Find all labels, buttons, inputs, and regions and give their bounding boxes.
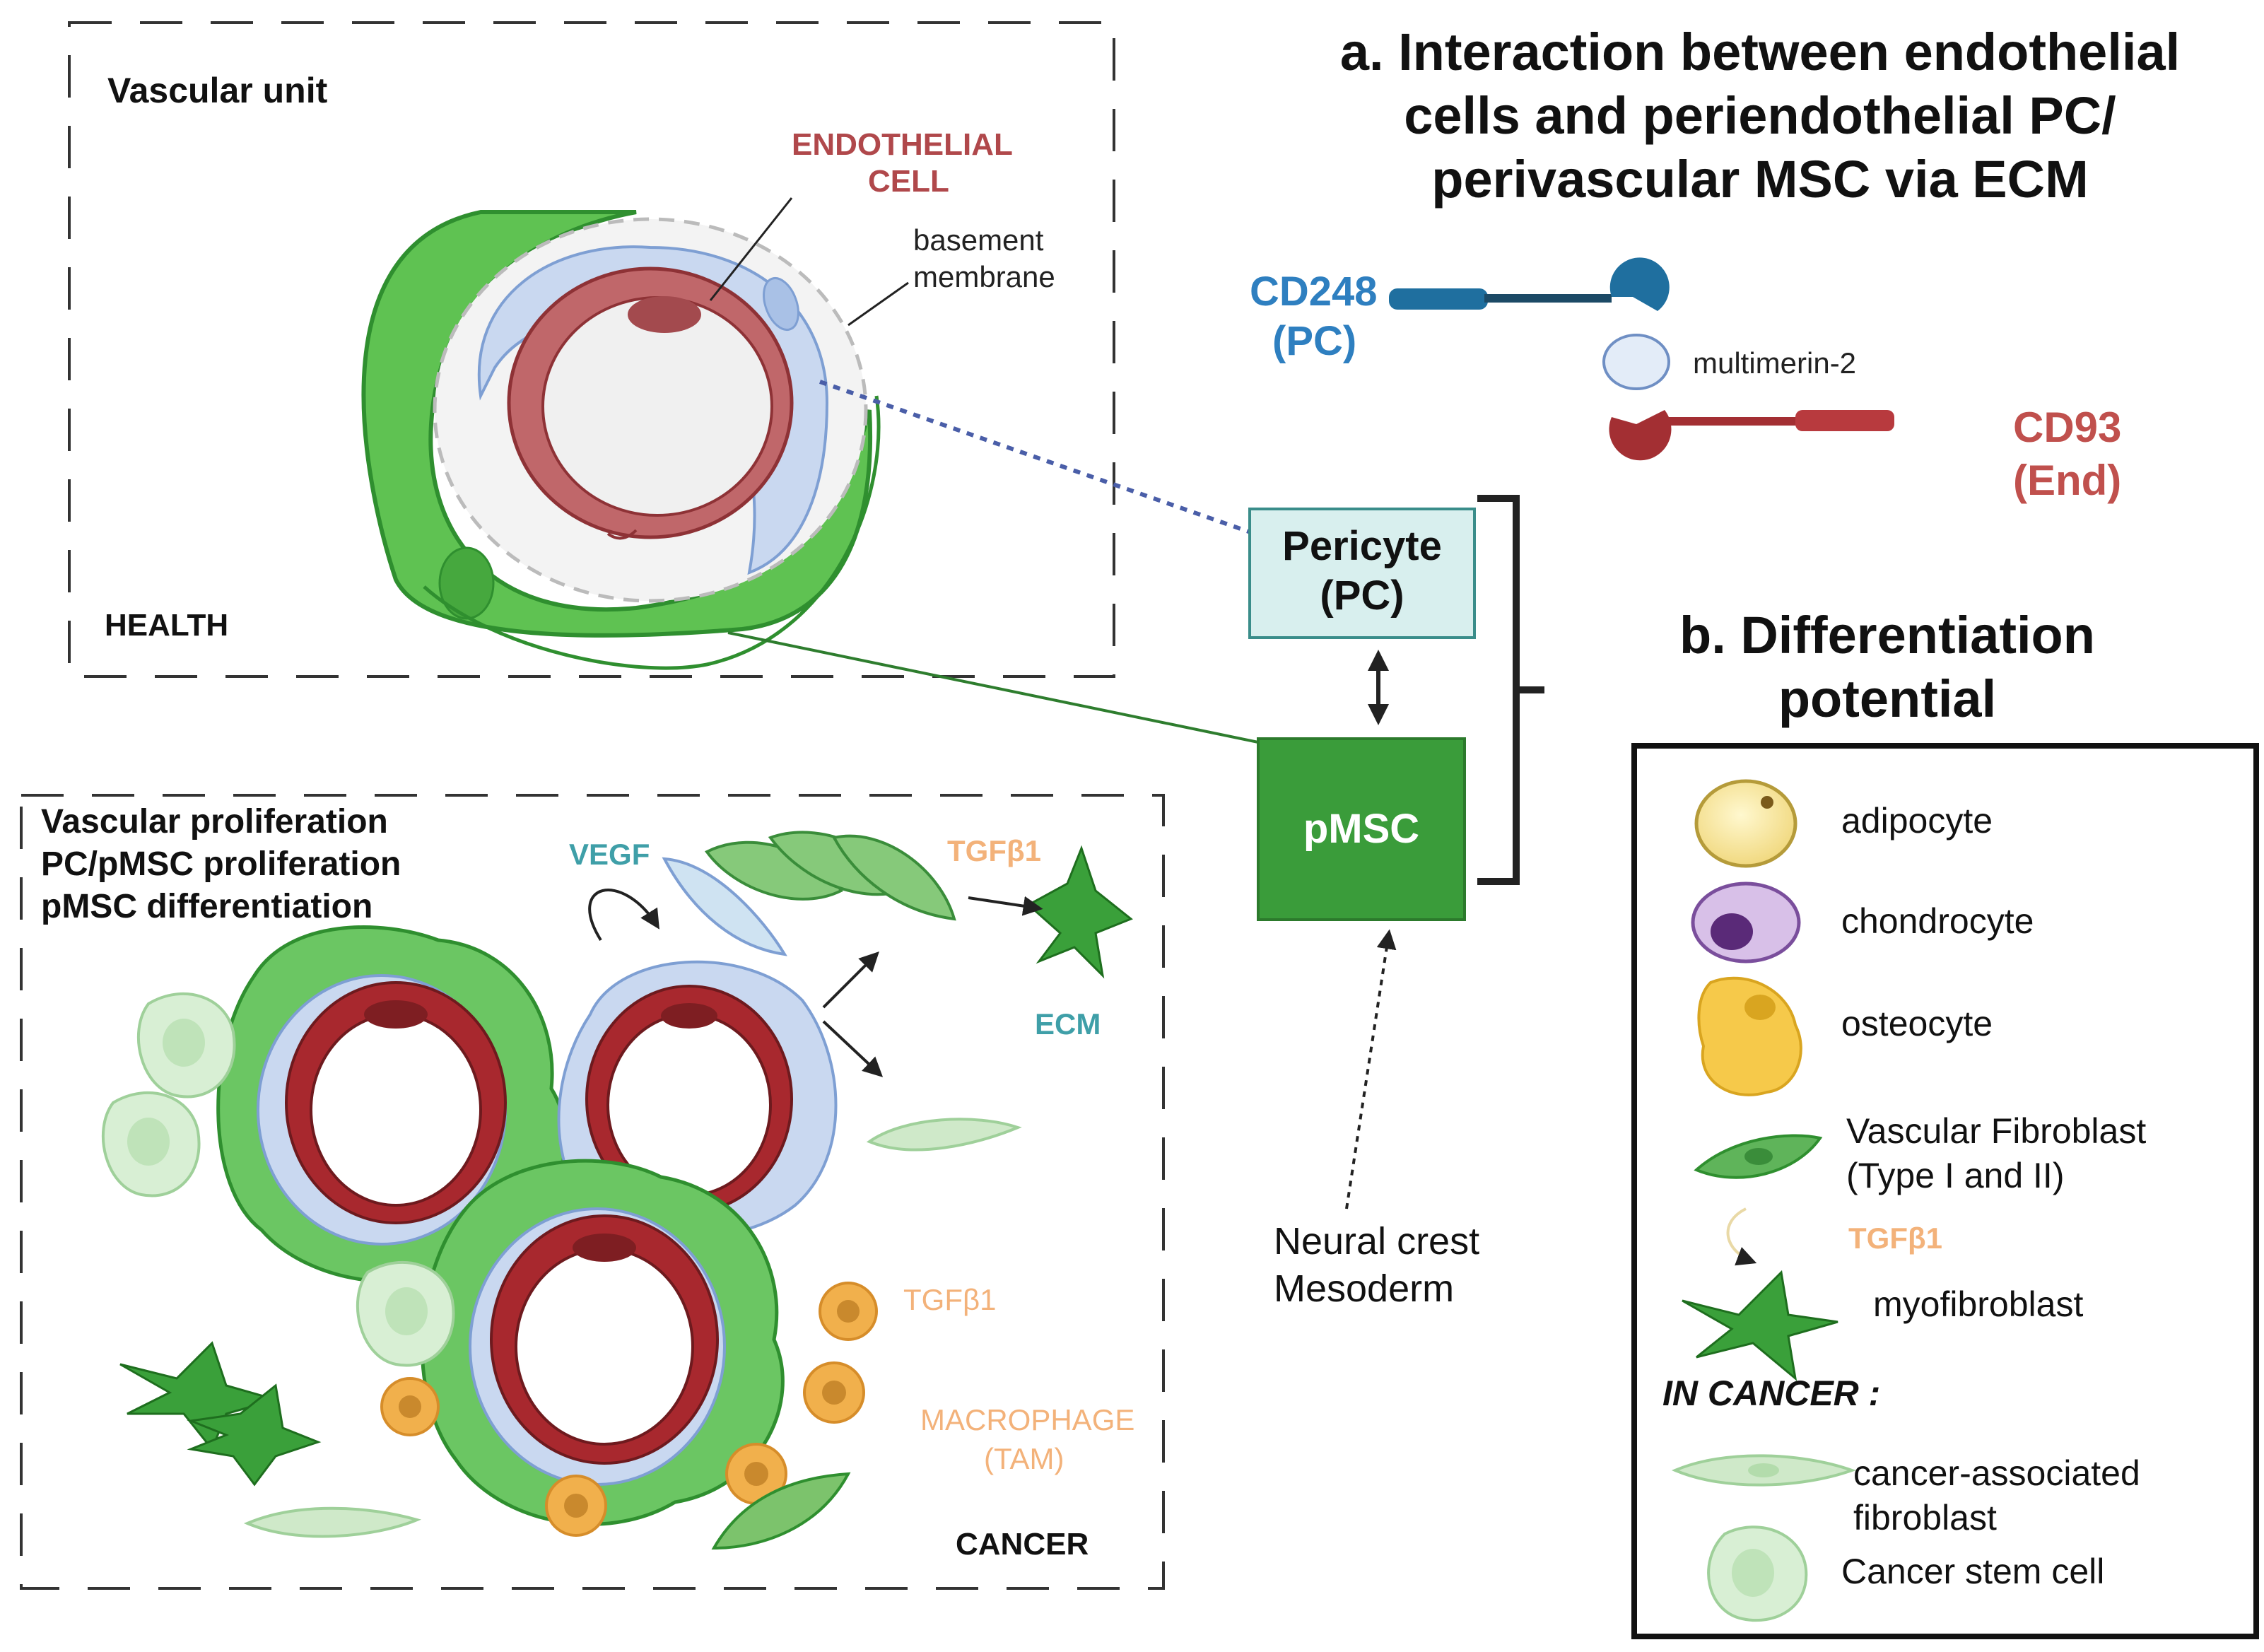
macrophage-label-line2: (TAM)	[984, 1442, 1064, 1475]
pericyte-box	[1248, 508, 1476, 639]
health-box	[68, 21, 1115, 678]
cancer-vessels-illustration	[216, 925, 838, 1526]
tgfb1-panel-label: TGFβ1	[1848, 1222, 1942, 1255]
panel-b-box	[1631, 743, 2259, 1639]
osteocyte-icon	[1697, 976, 1802, 1096]
pericyte-connector	[819, 380, 1255, 536]
panel-a-title-line1: a. Interaction between endothelial	[1339, 23, 2181, 81]
caf-icon	[1671, 1454, 1856, 1487]
caf-label-line2: fibroblast	[1853, 1498, 1997, 1537]
cancer-stem-cell-icon	[1707, 1525, 1808, 1622]
caf-label-line1: cancer-associated	[1853, 1453, 2140, 1493]
pericyte-label-line2: (PC)	[1320, 573, 1404, 619]
panel-b-title-line1: b. Differentiation	[1679, 606, 2095, 664]
cd93-label-line2: (End)	[2013, 457, 2122, 504]
myofibroblast-icon	[1682, 1270, 1838, 1381]
pericyte-label-line1: Pericyte	[1282, 523, 1442, 569]
multimerin-label: multimerin-2	[1693, 346, 1857, 380]
pmsc-box	[1257, 737, 1466, 921]
adipocyte-label: adipocyte	[1841, 801, 1993, 840]
ecm-label: ECM	[1035, 1007, 1101, 1041]
myofibroblast-label: myofibroblast	[1873, 1284, 2084, 1324]
cd248-molecule	[1389, 257, 1670, 311]
origin-arrow	[1345, 929, 1397, 1209]
origin-label-line1: Neural crest	[1274, 1220, 1480, 1263]
cancer-box-line2: PC/pMSC proliferation	[41, 845, 401, 883]
in-cancer-heading: IN CANCER :	[1662, 1373, 1881, 1413]
adipocyte-icon	[1694, 779, 1797, 868]
cancer-cells-illustration	[102, 831, 1133, 1550]
osteocyte-label: osteocyte	[1841, 1004, 1993, 1043]
panel-a-title-line3: perivascular MSC via ECM	[1431, 150, 2089, 209]
panel-b-title-line2: potential	[1778, 669, 1997, 728]
cancer-box	[20, 794, 1165, 1590]
tgfb1-macrophage-label: TGFβ1	[903, 1283, 997, 1316]
multimerin-icon	[1602, 334, 1670, 390]
fibroblast-icon	[1694, 1134, 1823, 1179]
health-box-title: Vascular unit	[107, 71, 328, 110]
pmsc-label: pMSC	[1303, 806, 1420, 852]
vegf-label: VEGF	[569, 838, 650, 871]
basement-label-line2: membrane	[913, 260, 1055, 293]
bracket	[1477, 495, 1544, 885]
tgfb1-arrow-icon	[1726, 1207, 1757, 1266]
fibroblast-label-line2: (Type I and II)	[1846, 1156, 2065, 1195]
macrophage-label-line1: MACROPHAGE	[920, 1403, 1135, 1436]
panel-a-title-line2: cells and periendothelial PC/	[1404, 86, 2116, 145]
cancer-stem-cell-label: Cancer stem cell	[1841, 1552, 2105, 1591]
cancer-box-line1: Vascular proliferation	[41, 803, 388, 840]
origin-label-line2: Mesoderm	[1274, 1267, 1455, 1310]
cancer-box-line3: pMSC differentiation	[41, 888, 373, 925]
endothelial-label-line1: ENDOTHELIAL	[792, 127, 1013, 162]
cd93-molecule	[1609, 410, 1894, 461]
chondrocyte-icon	[1691, 881, 1801, 963]
fibroblast-label-line1: Vascular Fibroblast	[1846, 1111, 2147, 1151]
cd248-label-line2: (PC)	[1272, 318, 1357, 364]
chondrocyte-label: chondrocyte	[1841, 901, 2034, 941]
basement-label-line1: basement	[913, 223, 1044, 257]
cancer-tag: CANCER	[956, 1527, 1089, 1562]
tgfb1-top-label: TGFβ1	[947, 834, 1041, 867]
cd248-label-line1: CD248	[1250, 269, 1378, 315]
basement-pointer	[847, 281, 909, 327]
health-tag: HEALTH	[105, 608, 229, 643]
endothelial-label-line2: CELL	[868, 164, 949, 199]
endothelial-pointer	[709, 197, 793, 301]
cd93-label-line1: CD93	[2013, 404, 2122, 451]
pmsc-connector	[727, 631, 1259, 744]
health-vessel-illustration	[361, 210, 881, 670]
